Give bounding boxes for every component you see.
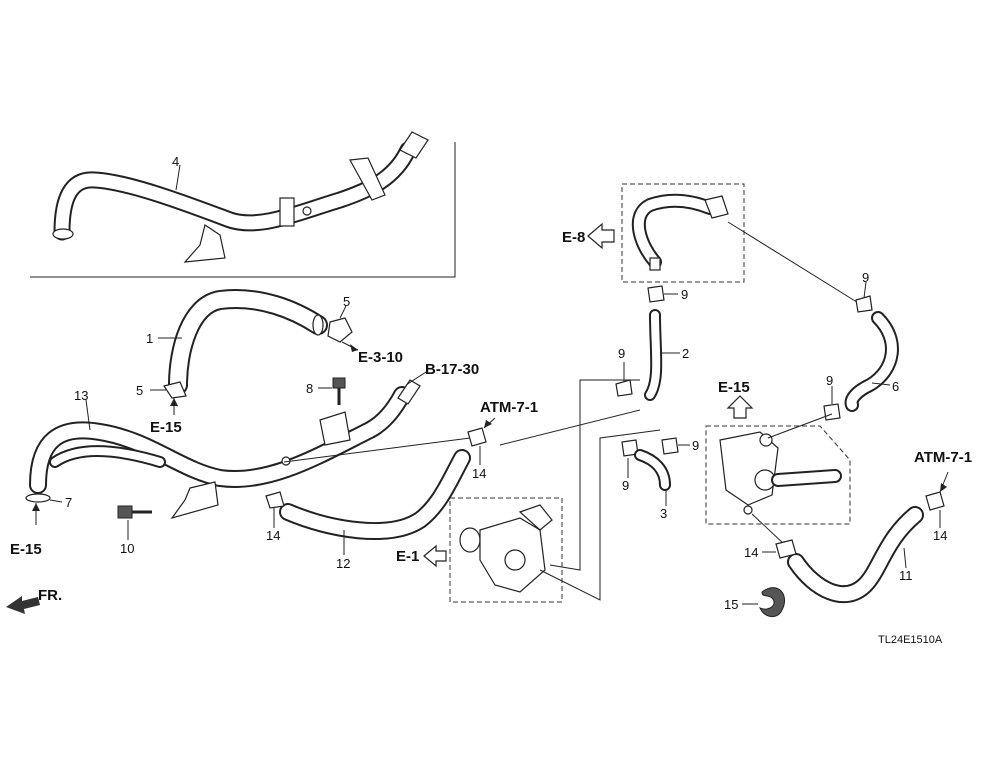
ref-atm-7-1-left: ATM-7-1 (480, 399, 538, 416)
diagram-code: TL24E1510A (878, 634, 943, 646)
pipe-e-8[interactable] (631, 193, 729, 271)
callout-10: 10 (120, 541, 134, 556)
clamp-part-9-c[interactable] (855, 295, 873, 313)
o-ring-part-7[interactable] (25, 493, 51, 503)
hose-part-6[interactable] (844, 311, 899, 412)
ref-e-15-bottom-left: E-15 (10, 541, 42, 558)
callout-5-lower: 5 (136, 383, 143, 398)
callout-12: 12 (336, 556, 350, 571)
callout-1: 1 (146, 331, 153, 346)
ref-e-8: E-8 (562, 229, 585, 246)
clamp-part-14-c[interactable] (775, 539, 797, 559)
callout-9-b: 9 (618, 346, 625, 361)
callout-9-d: 9 (826, 373, 833, 388)
arrow-e-8-icon (587, 222, 615, 250)
callout-6: 6 (892, 379, 899, 394)
callout-9-a: 9 (681, 287, 688, 302)
subassembly-box-e-8 (621, 183, 745, 283)
callout-9-c: 9 (862, 270, 869, 285)
water-pipe-part-4[interactable] (52, 131, 429, 263)
callout-14-a: 14 (266, 528, 280, 543)
front-arrow-icon (6, 596, 40, 614)
callout-14-c: 14 (744, 545, 758, 560)
clamp-part-9-d[interactable] (823, 403, 841, 421)
callout-14-d: 14 (933, 528, 947, 543)
bolt-part-8[interactable] (332, 377, 346, 405)
water-pipe-part-13[interactable] (29, 379, 421, 520)
clamp-part-5-lower[interactable] (163, 381, 187, 399)
ref-e-3-10: E-3-10 (358, 349, 403, 366)
hose-part-3[interactable] (634, 449, 671, 491)
ref-e-1: E-1 (396, 548, 419, 565)
clamp-part-14-a[interactable] (265, 491, 285, 509)
clamp-part-9-b[interactable] (615, 379, 633, 397)
hose-part-12[interactable] (279, 449, 471, 540)
clamp-part-5-upper[interactable] (327, 317, 353, 343)
callout-13: 13 (74, 388, 88, 403)
callout-15: 15 (724, 597, 738, 612)
clamp-part-9-a[interactable] (647, 285, 665, 303)
grommet-part-15[interactable] (759, 587, 785, 617)
ref-atm-7-1-right: ATM-7-1 (914, 449, 972, 466)
clamp-part-9-f[interactable] (661, 437, 679, 455)
ref-e-15-right: E-15 (718, 379, 750, 396)
subassembly-box-e-1 (449, 497, 563, 603)
clamp-part-14-b[interactable] (467, 427, 487, 447)
ref-e-15-left: E-15 (150, 419, 182, 436)
callout-9-e: 9 (622, 478, 629, 493)
bolt-part-10[interactable] (117, 505, 152, 519)
callout-2: 2 (682, 346, 689, 361)
callout-9-f: 9 (692, 438, 699, 453)
arrow-e-15-icon (726, 395, 754, 419)
water-outlet-e-15[interactable] (719, 431, 842, 515)
clamp-part-14-d[interactable] (925, 491, 945, 511)
callout-8: 8 (306, 381, 313, 396)
hose-part-11[interactable] (787, 506, 924, 604)
callout-4: 4 (172, 154, 179, 169)
callout-7: 7 (65, 495, 72, 510)
callout-3: 3 (660, 506, 667, 521)
callout-11: 11 (899, 568, 913, 583)
inset-frame-part-4 (30, 142, 456, 278)
hose-part-1[interactable] (168, 289, 328, 395)
arrow-e-1-icon (423, 544, 447, 568)
callout-5-upper: 5 (343, 294, 350, 309)
front-marker: FR. (38, 587, 62, 604)
hose-part-2[interactable] (644, 309, 663, 401)
thermostat-housing-e-1[interactable] (459, 504, 553, 593)
callout-14-b: 14 (472, 466, 486, 481)
ref-b-17-30: B-17-30 (425, 361, 479, 378)
